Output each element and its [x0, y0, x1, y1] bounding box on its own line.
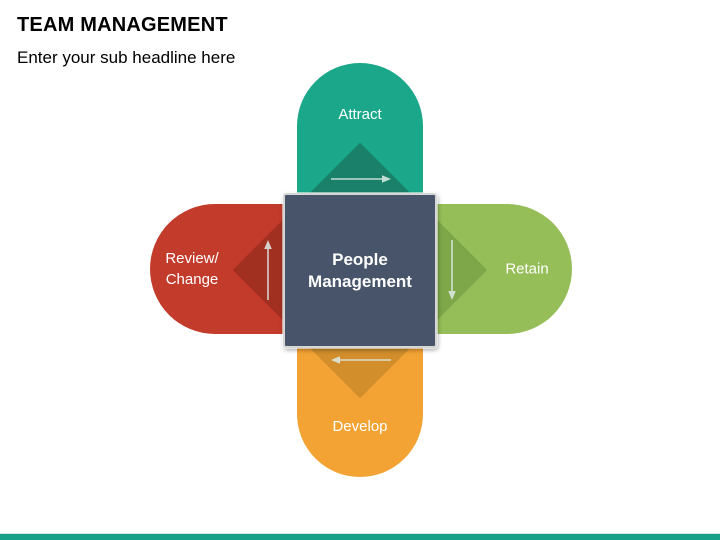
center-people-management-box: People Management	[283, 193, 437, 348]
node-retain-label: Retain	[505, 260, 549, 278]
node-review-change-label: Review/ Change	[165, 250, 219, 288]
arrow-left-icon	[331, 356, 391, 364]
slide-subtitle: Enter your sub headline here	[17, 48, 236, 67]
arrow-right-icon	[331, 175, 391, 183]
center-people-management-label: People Management	[308, 249, 412, 291]
arrow-up-icon	[264, 240, 272, 300]
node-develop-label: Develop	[332, 418, 388, 435]
footer-accent-bar	[0, 533, 720, 540]
slide-title: TEAM MANAGEMENT	[17, 14, 228, 36]
node-attract-label: Attract	[338, 106, 382, 123]
arrow-down-icon	[448, 240, 456, 300]
